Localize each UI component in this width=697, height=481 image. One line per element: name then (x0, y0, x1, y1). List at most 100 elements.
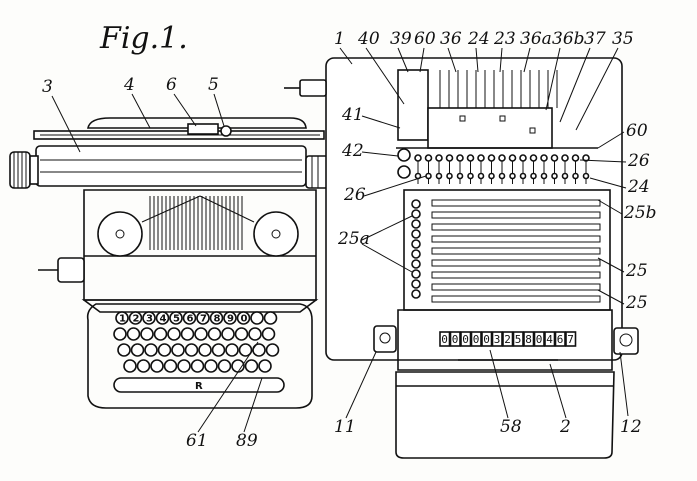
leader-line (363, 175, 427, 197)
ref-label-60a: 60 (414, 29, 436, 49)
slot-plate (431, 223, 601, 231)
pin-lower (425, 172, 432, 180)
key (252, 343, 266, 357)
counter-digit: 5 (515, 333, 522, 346)
key (265, 343, 280, 357)
key (209, 311, 224, 325)
counter-digit: 3 (494, 333, 501, 346)
pin-head (466, 154, 475, 162)
pin-head (477, 154, 485, 162)
right-crank (613, 327, 639, 355)
leader-line (597, 289, 625, 305)
pin-head (508, 154, 517, 162)
connector-plug (299, 79, 327, 97)
key (182, 311, 197, 325)
leader-line (447, 47, 457, 73)
pin-lower (540, 172, 548, 180)
key (142, 311, 156, 325)
feed-roller (411, 279, 421, 289)
ref-label-12: 12 (620, 417, 642, 437)
key (157, 343, 172, 357)
key (177, 359, 191, 373)
ref-label-61: 61 (186, 431, 208, 451)
key (196, 311, 210, 325)
key (150, 359, 164, 373)
key (263, 311, 278, 325)
left-ribbon-spool (97, 211, 143, 257)
leader-line (579, 159, 627, 163)
counter-digit: 0 (536, 333, 543, 346)
counter-wheel (544, 331, 556, 347)
leader-line (597, 257, 625, 273)
feed-roller (411, 219, 421, 229)
key (140, 327, 154, 341)
lower-drawer (395, 371, 615, 459)
feed-roller (411, 229, 421, 239)
leader-line (589, 177, 627, 189)
ref-label-6: 6 (166, 75, 177, 95)
key (236, 311, 251, 325)
counter-digit: 7 (567, 333, 574, 346)
key (194, 327, 208, 341)
counter-wheel (502, 331, 514, 347)
register-marker (499, 115, 506, 122)
ref-label-36a: 36a (520, 29, 552, 49)
ref-label-4: 4 (123, 75, 135, 95)
key-label: 5 (173, 314, 180, 325)
leader-line (499, 47, 503, 73)
ref-label-37: 37 (584, 29, 606, 49)
pin-head (435, 154, 443, 162)
counter-wheel (449, 331, 461, 347)
pin-lower (467, 172, 474, 180)
ref-label-25b: 25b (623, 203, 657, 223)
leader-line (361, 215, 413, 241)
key (126, 327, 141, 341)
key-label: 0 (241, 314, 248, 325)
key (221, 327, 235, 341)
feed-roller (411, 239, 421, 249)
leader-line (243, 377, 263, 433)
pin-head (571, 154, 580, 162)
slot-plate (431, 199, 601, 207)
pin-lower (456, 172, 464, 180)
pin-lower (519, 172, 527, 180)
feed-roller (411, 209, 421, 219)
right-ribbon-spool (253, 211, 299, 257)
leader-line (339, 47, 353, 65)
pin-head (540, 154, 548, 162)
feed-roller (411, 259, 421, 269)
key (198, 343, 212, 357)
ref-label-24a: 24 (467, 29, 490, 49)
counter-digit: 0 (452, 333, 459, 346)
leader-line (575, 47, 619, 131)
ref-label-40: 40 (357, 29, 380, 49)
counter-digit: 0 (441, 333, 448, 346)
ref-label-25c: 25 (625, 261, 648, 281)
counter-wheel (533, 331, 545, 347)
pin-head (456, 154, 464, 162)
ref-label-1: 1 (334, 29, 345, 49)
key (136, 359, 151, 373)
pin-head (550, 154, 559, 162)
key-label: 2 (133, 314, 140, 325)
counter-wheel (439, 331, 451, 347)
control-button-upper (397, 148, 411, 162)
side-lever (57, 257, 85, 283)
key-label: 3 (146, 314, 153, 325)
slot-plate (431, 283, 601, 291)
ref-label-26a: 26 (627, 151, 650, 171)
key (163, 359, 178, 373)
ref-label-25a: 25a (337, 229, 370, 249)
ref-label-2: 2 (559, 417, 571, 437)
key (207, 327, 222, 341)
paper-rail (33, 130, 325, 140)
key-label: 1 (119, 314, 126, 325)
pin-lower (477, 172, 485, 180)
pin-head (445, 154, 454, 162)
pin-row (414, 154, 590, 184)
type-basket (141, 195, 255, 250)
